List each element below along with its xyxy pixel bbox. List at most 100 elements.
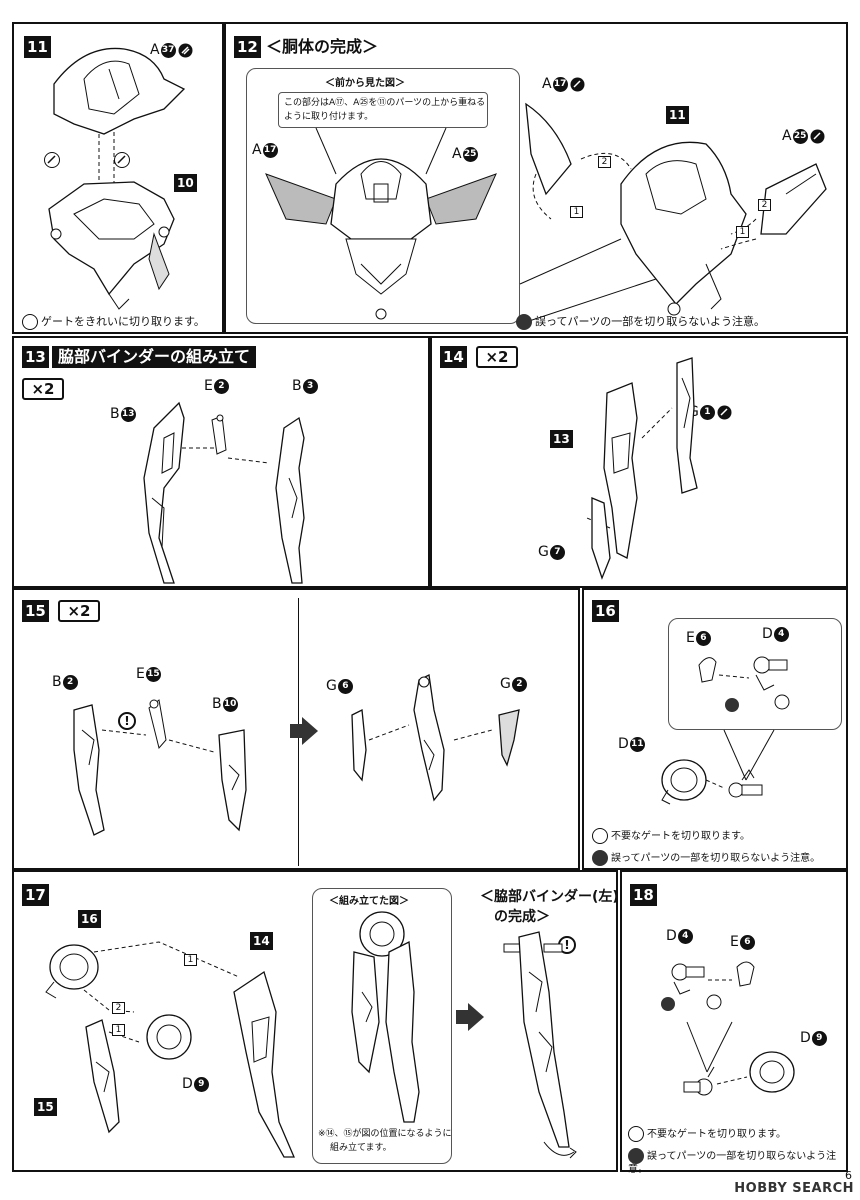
- step-14-panel: 14 ×2 13 G1 G7: [430, 336, 848, 588]
- part-number: 37: [160, 42, 176, 58]
- step-order-1: 1: [112, 1024, 125, 1036]
- part-letter: E: [730, 934, 739, 950]
- step-number: 13: [22, 346, 49, 368]
- part-letter: G: [500, 676, 511, 692]
- part-letter: A: [542, 76, 552, 92]
- part-number: 16: [78, 910, 101, 928]
- part-letter: D: [618, 736, 629, 752]
- gate-icon: [570, 77, 585, 91]
- caution-icon: [516, 314, 532, 330]
- step-order-1: 1: [184, 954, 197, 966]
- part-number: 2: [213, 378, 229, 394]
- part-number: 25: [792, 128, 808, 144]
- part-number: 6: [337, 678, 353, 694]
- step-order-2: 2: [112, 1002, 125, 1014]
- part-number: 15: [145, 666, 161, 682]
- assembly-note-2: 組み立てます。: [330, 1143, 392, 1153]
- binder-sub-parts-diagram: [73, 699, 247, 836]
- completed-title-line1: ＜脇部バインダー(左): [480, 889, 619, 905]
- part-number: 1: [699, 404, 715, 420]
- gate-legend: 不要なゲートを切り取ります。: [592, 828, 750, 844]
- joint-parts-diagram: [661, 656, 790, 805]
- flow-arrow: [290, 724, 302, 738]
- legend-text: 誤ってパーツの一部を切り取らないよう注意。: [628, 1151, 837, 1175]
- part-letter: D: [182, 1076, 193, 1092]
- gate-icon: [628, 1126, 644, 1142]
- part-number: 10: [222, 696, 238, 712]
- step-number: 11: [24, 36, 51, 58]
- binder-parts-diagram: [143, 401, 305, 584]
- caution-icon: [592, 850, 608, 866]
- part-letter: A: [452, 146, 462, 162]
- flow-arrow-head: [302, 717, 318, 745]
- flow-arrow-head: [468, 1003, 484, 1031]
- part-letter: B: [212, 696, 222, 712]
- page-number: 6: [845, 1169, 852, 1182]
- caution-icon: [628, 1148, 644, 1164]
- front-view-subhead: ＜前から見た図＞: [322, 74, 408, 89]
- part-letter: A: [150, 42, 160, 58]
- gate-icon: [592, 828, 608, 844]
- part-letter: D: [762, 626, 773, 642]
- gate-icon: [178, 43, 193, 57]
- completed-title-line2: の完成＞: [494, 909, 550, 925]
- step-order-1: 1: [570, 206, 583, 218]
- step-order-2: 2: [758, 199, 771, 211]
- part-diagram-upper: [48, 47, 186, 310]
- step-order-1: 1: [736, 226, 749, 238]
- part-letter: D: [800, 1030, 811, 1046]
- multiplier-badge: ×2: [58, 600, 100, 622]
- step-number: 12: [234, 36, 261, 58]
- caution-legend: 誤ってパーツの一部を切り取らないよう注意。: [592, 850, 820, 866]
- binder-assembly-diagram: [45, 941, 295, 1158]
- callout-box: [278, 92, 488, 128]
- part-callout-15: 15: [34, 1098, 57, 1116]
- gate-icon: [114, 152, 130, 168]
- legend-text: 誤ってパーツの一部を切り取らないよう注意。: [611, 853, 821, 864]
- assembly-note-1: ※⑭、⑮が図の位置になるように: [318, 1129, 452, 1139]
- legend-text: 不要なゲートを切り取ります。: [647, 1129, 786, 1140]
- gate-icon: [717, 405, 732, 419]
- flow-arrow: [456, 1010, 468, 1024]
- part-number: 6: [739, 934, 755, 950]
- gate-icon: [810, 129, 825, 143]
- part-letter: B: [110, 406, 120, 422]
- part-number: 7: [549, 544, 565, 560]
- callout-line-1: この部分はA⑰、A㉕を⑪のパーツの上から重ねる: [284, 98, 486, 108]
- part-callout-10: 10: [174, 174, 197, 192]
- joint-parts-diagram: [661, 961, 795, 1096]
- step-number: 16: [592, 600, 619, 622]
- gate-legend: ゲートをきれいに切り取ります。: [22, 314, 205, 330]
- part-callout-16: 16: [78, 910, 101, 928]
- part-number: 13: [120, 406, 136, 422]
- legend-text: 誤ってパーツの一部を切り取らないよう注意。: [535, 315, 766, 328]
- part-number: 2: [511, 676, 527, 692]
- part-number: 6: [695, 630, 711, 646]
- warning-icon: !: [118, 712, 136, 730]
- callout-line-2: ように取り付けます。: [284, 112, 374, 122]
- part-number: 2: [62, 674, 78, 690]
- part-letter: B: [292, 378, 302, 394]
- part-callout-13: 13: [550, 430, 573, 448]
- multiplier-badge: ×2: [476, 346, 518, 368]
- part-letter: G: [326, 678, 337, 694]
